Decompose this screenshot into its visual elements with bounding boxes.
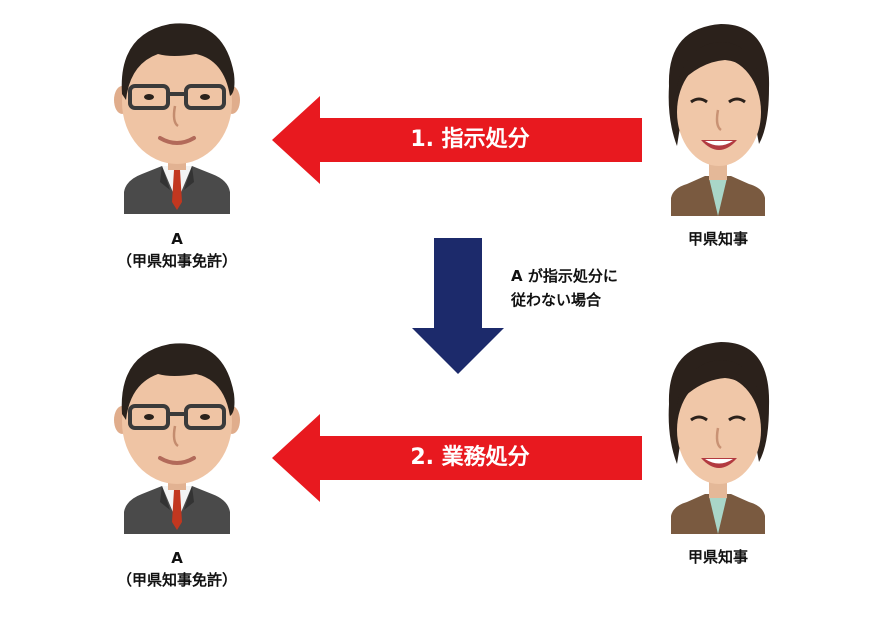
person-a-top [112, 14, 242, 219]
governor-top-name: 甲県知事 [687, 230, 748, 248]
condition-line-1: A が指示処分に [511, 267, 618, 285]
person-a-bottom [112, 334, 242, 539]
man-with-glasses-icon [112, 334, 242, 539]
condition-note: A が指示処分に 従わない場合 [511, 264, 618, 312]
woman-icon [663, 16, 773, 221]
person-a-top-label: A （甲県知事免許） [100, 228, 254, 272]
governor-bottom-label: 甲県知事 [650, 546, 786, 568]
condition-line-2: 従わない場合 [511, 291, 602, 309]
red-arrow-bottom [272, 414, 642, 502]
person-a-top-role: （甲県知事免許） [116, 252, 237, 270]
woman-icon [663, 334, 773, 539]
navy-arrow-down [412, 238, 504, 374]
arrow-label-top: 1. 指示処分 [410, 127, 530, 152]
arrow-label-bottom: 2. 業務処分 [410, 445, 530, 470]
governor-top [663, 16, 773, 221]
red-arrow-top [272, 96, 642, 184]
person-a-top-name: A [171, 230, 183, 248]
governor-bottom [663, 334, 773, 539]
man-with-glasses-icon [112, 14, 242, 219]
governor-top-label: 甲県知事 [650, 228, 786, 250]
person-a-bottom-role: （甲県知事免許） [116, 571, 237, 589]
person-a-bottom-name: A [171, 549, 183, 567]
governor-bottom-name: 甲県知事 [687, 548, 748, 566]
person-a-bottom-label: A （甲県知事免許） [100, 547, 254, 591]
